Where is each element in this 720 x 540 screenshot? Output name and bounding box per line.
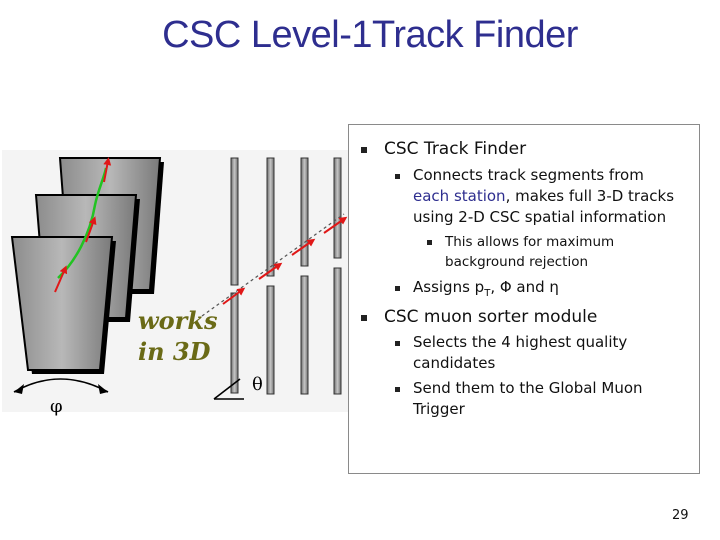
curved-muon-track — [57, 167, 108, 279]
track-segment-arrow-front — [54, 265, 68, 293]
bullet-marker — [361, 147, 367, 153]
figure-caption: works in 3D — [138, 305, 217, 367]
csc-detector-diagram — [10, 157, 348, 400]
bullet-assigns-pt: Assigns pT, Φ and η — [413, 277, 559, 304]
bullet-muon-sorter: CSC muon sorter module — [384, 307, 598, 327]
bullet-csc-track-finder: CSC Track Finder — [384, 139, 527, 159]
slide-title: CSC Level-1Track Finder — [162, 14, 578, 56]
bullet-marker — [395, 341, 400, 346]
station-arrow-2 — [258, 262, 283, 280]
bullet-assigns-post: , Φ and η — [490, 278, 559, 296]
bullet-marker — [395, 286, 400, 291]
bullet-each-station-highlight: each station — [413, 187, 506, 205]
bullet-connects-line3: using 2-D CSC spatial information — [413, 208, 667, 226]
bullet-selects-line2: candidates — [413, 354, 496, 372]
bullet-assigns-sub: T — [484, 288, 491, 299]
station-arrow-1 — [222, 287, 246, 305]
straight-track-line — [201, 213, 345, 317]
phi-label: φ — [50, 396, 63, 417]
caption-line-2: in 3D — [138, 337, 211, 366]
station-arrow-3 — [291, 238, 316, 256]
bullet-connects-line1: Connects track segments from — [413, 166, 644, 184]
bullet-marker — [395, 174, 400, 179]
caption-line-1: works — [138, 306, 218, 335]
bullet-list-panel — [348, 124, 700, 474]
bullet-rejection-line1: This allows for maximum — [445, 234, 615, 250]
bullet-connects-line2-rest: , makes full 3-D tracks — [505, 187, 675, 205]
bullet-connects-segments: Connects track segments from each statio… — [413, 165, 674, 228]
station-arrow-4 — [323, 216, 348, 234]
bullet-selects-line1: Selects the 4 highest quality — [413, 333, 628, 351]
station-strips — [230, 157, 342, 395]
track-segment-arrow-back — [103, 157, 112, 183]
bullet-rejection-line2: background rejection — [445, 254, 589, 270]
bullet-send-global-trigger: Send them to the Global Muon Trigger — [413, 378, 643, 420]
bullet-marker — [427, 240, 432, 245]
phi-arc-arrow — [13, 378, 109, 394]
bullet-marker — [361, 315, 367, 321]
page-number: 29 — [672, 508, 689, 523]
bullet-assigns-pre: Assigns p — [413, 278, 485, 296]
bullet-background-rejection: This allows for maximum background rejec… — [445, 232, 614, 272]
bullet-selects-highest: Selects the 4 highest quality candidates — [413, 332, 627, 374]
csc-chamber-front — [10, 236, 116, 374]
bullet-send-line2: Trigger — [413, 400, 465, 418]
theta-label: θ — [252, 374, 263, 395]
bullet-send-line1: Send them to the Global Muon — [413, 379, 643, 397]
track-segment-arrow-middle — [85, 216, 97, 243]
bullet-marker — [395, 387, 400, 392]
theta-angle-mark — [213, 378, 244, 400]
